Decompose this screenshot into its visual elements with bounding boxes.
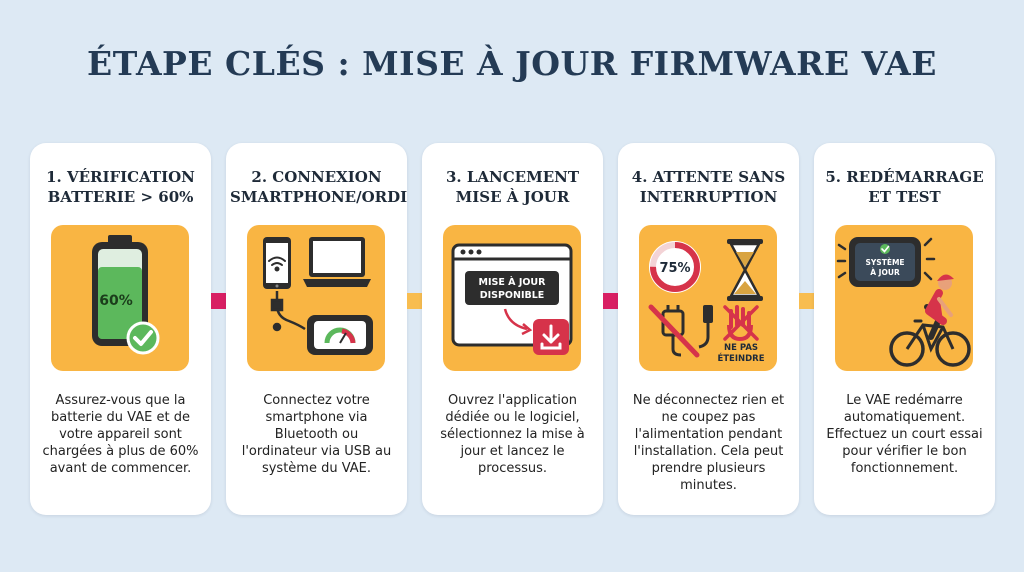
checkmark-icon <box>126 321 160 355</box>
step-title-line: ET TEST <box>868 188 941 206</box>
do-not-power-off-label: ÉTEINDRE <box>717 352 764 364</box>
system-updated-label: À JOUR <box>870 268 900 277</box>
step-title-line: SMARTPHONE/ORDI <box>230 188 408 206</box>
step-illustration: SYSTÈME À JOUR <box>835 225 973 371</box>
step-title-line: 3. LANCEMENT <box>445 168 580 186</box>
step-card-4: 4. ATTENTE SANS INTERRUPTION 75% <box>618 143 799 515</box>
step-card-1: 1. VÉRIFICATION BATTERIE > 60% 60% Assur… <box>30 143 211 515</box>
desc-line: dédiée ou le logiciel, <box>445 410 580 425</box>
desc-line: ne coupez pas <box>661 410 756 425</box>
battery-icon: 60% <box>92 235 148 346</box>
desc-line: fonctionnement. <box>850 461 959 476</box>
desc-line: l'alimentation pendant <box>634 427 783 442</box>
step-title: 5. REDÉMARRAGE ET TEST <box>818 167 991 207</box>
step-title-line: MISE À JOUR <box>455 188 570 206</box>
progress-ring-icon: 75% <box>649 241 701 293</box>
desc-line: minutes. <box>680 478 737 493</box>
step-card-2: 2. CONNEXION SMARTPHONE/ORDI <box>226 143 407 515</box>
desc-line: sélectionnez la mise à <box>440 427 585 442</box>
step-description: Le VAE redémarre automatiquement. Effect… <box>820 392 989 477</box>
step-description: Assurez-vous que la batterie du VAE et d… <box>36 392 205 477</box>
desc-line: l'ordinateur via USB au <box>241 444 392 459</box>
usb-cable-icon <box>270 291 306 332</box>
desc-line: Ne déconnectez rien et <box>632 393 785 408</box>
download-icon <box>533 319 569 355</box>
desc-line: smartphone via <box>265 410 368 425</box>
desc-line: jour et lancez le <box>460 444 565 459</box>
step-illustration: 75% <box>639 225 777 371</box>
step-illustration: 60% <box>51 225 189 371</box>
desc-line: Le VAE redémarre <box>846 393 963 408</box>
step-title-line: 2. CONNEXION <box>251 168 382 186</box>
step-title-line: 4. ATTENTE SANS <box>631 168 786 186</box>
progress-percent-label: 75% <box>659 261 690 276</box>
battery-percent-label: 60% <box>99 293 133 309</box>
step-description: Connectez votre smartphone via Bluetooth… <box>232 392 401 477</box>
hourglass-icon <box>727 239 763 301</box>
cyclist-icon <box>889 274 971 367</box>
update-available-label: MISE À JOUR <box>479 276 547 288</box>
step-illustration: MISE À JOUR DISPONIBLE <box>443 225 581 371</box>
page-title: ÉTAPE CLÉS : MISE À JOUR FIRMWARE VAE <box>87 44 937 83</box>
desc-line: automatiquement. <box>843 410 966 425</box>
desc-line: Effectuez un court essai <box>826 427 983 442</box>
desc-line: prendre plusieurs <box>651 461 766 476</box>
desc-line: pour vérifier le bon <box>842 444 967 459</box>
desc-line: avant de commencer. <box>49 461 192 476</box>
step-title-line: 5. REDÉMARRAGE <box>825 168 984 186</box>
laptop-icon <box>303 237 371 287</box>
usb-cable-icon <box>698 305 713 349</box>
step-card-3: 3. LANCEMENT MISE À JOUR MISE À JOUR DIS… <box>422 143 603 515</box>
no-power-off-icon: NE PAS ÉTEINDRE <box>717 305 765 364</box>
bike-display-icon: SYSTÈME À JOUR <box>836 237 936 287</box>
desc-line: chargées à plus de 60% <box>42 444 199 459</box>
desc-line: Bluetooth ou <box>274 427 359 442</box>
bike-display-icon <box>307 315 373 355</box>
desc-line: système du VAE. <box>261 461 372 476</box>
desc-line: l'installation. Cela peut <box>633 444 784 459</box>
do-not-power-off-label: NE PAS <box>724 343 758 353</box>
desc-line: processus. <box>477 461 548 476</box>
step-card-5: 5. REDÉMARRAGE ET TEST SYSTÈME À JOUR <box>814 143 995 515</box>
wifi-icon <box>268 256 286 272</box>
desc-line: batterie du VAE et de <box>51 410 190 425</box>
update-available-label: DISPONIBLE <box>480 290 545 301</box>
desc-line: Connectez votre <box>263 393 370 408</box>
desc-line: votre appareil sont <box>59 427 182 442</box>
step-description: Ne déconnectez rien et ne coupez pas l'a… <box>624 392 793 494</box>
step-title: 3. LANCEMENT MISE À JOUR <box>426 167 599 207</box>
desc-line: Ouvrez l'application <box>447 393 578 408</box>
step-illustration <box>247 225 385 371</box>
step-description: Ouvrez l'application dédiée ou le logici… <box>428 392 597 477</box>
step-title-line: 1. VÉRIFICATION <box>46 168 195 186</box>
step-title-line: INTERRUPTION <box>639 188 778 206</box>
system-updated-label: SYSTÈME <box>865 258 904 267</box>
step-title: 1. VÉRIFICATION BATTERIE > 60% <box>34 167 207 207</box>
step-title: 4. ATTENTE SANS INTERRUPTION <box>622 167 795 207</box>
step-title-line: BATTERIE > 60% <box>47 188 194 206</box>
step-title: 2. CONNEXION SMARTPHONE/ORDI <box>230 167 408 207</box>
desc-line: Assurez-vous que la <box>55 393 186 408</box>
no-unplug-icon <box>648 304 700 358</box>
